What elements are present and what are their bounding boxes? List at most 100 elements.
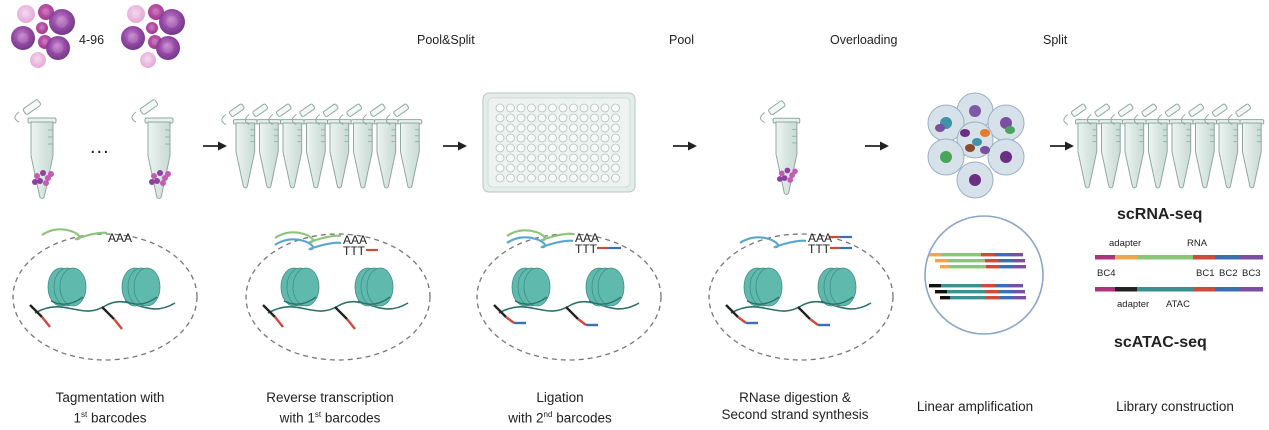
plate-well	[527, 133, 536, 143]
scatac-seq-title: scATAC-seq	[1114, 334, 1207, 351]
cell	[159, 9, 185, 35]
cell	[121, 26, 145, 50]
amplicon-segment	[999, 259, 1013, 263]
tube-lid	[22, 99, 41, 115]
cell	[38, 4, 54, 20]
bc3-label: BC3	[1242, 268, 1261, 279]
panel2-poly-t-label: TTT	[343, 244, 365, 258]
plate-well	[527, 153, 536, 163]
tube-hinge	[1204, 114, 1210, 125]
plate-well	[537, 123, 547, 133]
cell	[156, 36, 180, 60]
plate-well	[527, 103, 536, 113]
plate-well	[537, 153, 547, 163]
tube-lid	[252, 103, 269, 117]
caption-rnase-line1: RNase digestion &	[739, 390, 851, 405]
plate-well	[611, 103, 620, 113]
tube-hinge	[268, 114, 274, 125]
tube-body	[1218, 122, 1239, 189]
amplicon-segment	[929, 284, 941, 288]
tube-left	[14, 99, 57, 199]
nucleosome-dna-wrap	[746, 296, 780, 305]
tube-hinge	[1063, 114, 1069, 125]
tube-cell	[37, 178, 43, 184]
droplet-cell	[935, 124, 945, 132]
amplification-boundary	[924, 215, 1044, 335]
plate-well	[558, 143, 568, 153]
cell-nucleus	[151, 38, 159, 46]
plate-well	[506, 123, 515, 133]
tube-cell	[787, 177, 794, 183]
tube-lid	[275, 103, 292, 117]
nucleosome	[829, 267, 857, 307]
nucleosome-dna-wrap	[514, 296, 548, 305]
tube-lid	[346, 103, 363, 117]
barcode-1	[505, 316, 515, 324]
plate-well	[506, 143, 515, 153]
plate-well	[516, 123, 526, 133]
tube-hinge	[315, 114, 321, 125]
bc2-label: BC2	[1219, 268, 1238, 279]
droplet-cell	[1000, 117, 1012, 129]
tn5-adapter	[101, 306, 115, 320]
plate-well	[569, 103, 578, 113]
droplet-cell	[969, 174, 981, 186]
arrow-4	[865, 141, 889, 151]
tube-body	[1171, 122, 1192, 189]
tube-body	[1101, 122, 1121, 189]
amplicon-segment	[999, 290, 1013, 294]
tube-cell	[32, 179, 38, 185]
plate-well	[579, 113, 589, 123]
plate-well	[495, 103, 505, 113]
tube-hinge	[1086, 114, 1092, 125]
tube-lid	[1188, 103, 1205, 117]
amplicon-segment	[1013, 259, 1025, 263]
ellipsis: ...	[90, 136, 110, 158]
nucleosome	[366, 267, 394, 307]
construct-segment	[1193, 287, 1215, 292]
plate-well	[516, 133, 526, 143]
tube-body	[306, 122, 326, 189]
plate-well	[600, 153, 610, 163]
cell-nucleus	[34, 56, 42, 64]
tube-cell	[792, 168, 798, 175]
cell	[148, 4, 164, 20]
plate-well	[495, 173, 505, 183]
plate-well	[569, 123, 578, 133]
cell	[140, 52, 156, 68]
cell-nucleus	[127, 32, 139, 44]
tube-cell	[43, 180, 49, 186]
plate-well	[495, 113, 505, 123]
plate-well	[569, 113, 578, 123]
construct-segment	[1115, 255, 1137, 260]
cell-nucleus	[39, 25, 45, 31]
plate-well	[579, 143, 589, 153]
plate-well	[611, 163, 620, 173]
droplet-cell	[980, 129, 990, 137]
nucleosome	[133, 267, 161, 307]
tube-lid	[1094, 103, 1111, 117]
construct-segment	[1137, 287, 1193, 292]
cell-nucleus	[52, 42, 64, 54]
plate-well	[506, 133, 515, 143]
plate-well	[569, 143, 578, 153]
cell-nucleus	[42, 8, 50, 16]
plate-well	[548, 173, 557, 183]
cell-nucleus	[17, 32, 29, 44]
plate-well	[506, 163, 515, 173]
nucleosome-dna-wrap	[820, 296, 854, 305]
tube-hinge	[760, 112, 765, 123]
amplicon-segment	[941, 253, 981, 257]
tube-hinge	[1180, 114, 1186, 125]
plate-well	[495, 163, 505, 173]
amplicon-segment	[940, 296, 950, 300]
cell-cluster-right	[121, 4, 185, 68]
plate-well	[495, 133, 505, 143]
nucleosome-dna-wrap	[124, 296, 158, 305]
amplicon-segment	[985, 290, 999, 294]
construct-segment	[1095, 255, 1115, 260]
split-tube-4	[291, 103, 329, 189]
arrow-head	[458, 141, 467, 151]
split-tube-8	[385, 103, 423, 189]
